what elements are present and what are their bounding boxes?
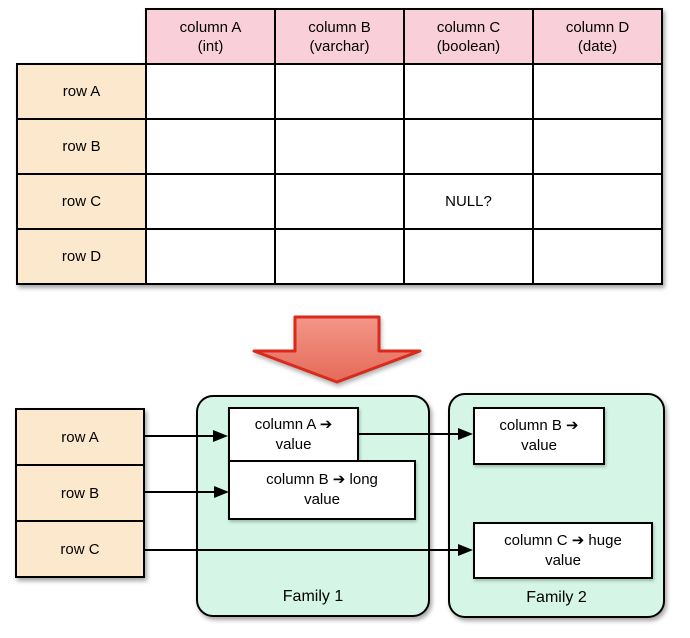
column-header-b: column B (varchar) bbox=[274, 8, 405, 65]
table-cell bbox=[403, 63, 534, 120]
table-cell bbox=[532, 228, 663, 285]
column-type: (int) bbox=[197, 37, 224, 55]
table-cell bbox=[274, 118, 405, 175]
column-name: column D bbox=[565, 18, 630, 36]
column-type: (varchar) bbox=[309, 37, 370, 55]
kv-line: value bbox=[545, 551, 581, 569]
kv-cell-column-c-huge-value: column C ➔ huge value bbox=[473, 522, 653, 579]
table-cell bbox=[274, 173, 405, 230]
table-corner-spacer bbox=[17, 9, 146, 64]
kv-cell-column-a-value: column A ➔ value bbox=[228, 407, 359, 462]
row-header-d: row D bbox=[16, 228, 147, 285]
family-2-label: Family 2 bbox=[526, 589, 587, 606]
table-cell bbox=[274, 63, 405, 120]
kv-cell-column-b-long-value: column B ➔ long value bbox=[228, 460, 416, 520]
table-cell bbox=[532, 118, 663, 175]
column-header-a: column A (int) bbox=[145, 8, 276, 65]
table-cell bbox=[274, 228, 405, 285]
row-key-b: row B bbox=[15, 464, 145, 522]
row-key-a: row A bbox=[15, 408, 145, 466]
table-row: row D bbox=[16, 228, 663, 285]
row-header-a: row A bbox=[16, 63, 147, 120]
table-cell bbox=[403, 118, 534, 175]
table-row: row C NULL? bbox=[16, 173, 663, 230]
row-key-c: row C bbox=[15, 520, 145, 578]
table-cell bbox=[145, 118, 276, 175]
down-arrow-shape bbox=[252, 315, 422, 384]
table-cell bbox=[532, 173, 663, 230]
kv-line: value bbox=[275, 435, 312, 453]
table-row: row A bbox=[16, 63, 663, 120]
column-header-d: column D (date) bbox=[532, 8, 663, 65]
kv-line: value bbox=[304, 491, 340, 508]
row-key-stack: row A row B row C bbox=[15, 408, 145, 578]
column-type: (date) bbox=[577, 37, 618, 55]
transform-down-arrow-icon bbox=[252, 315, 422, 384]
table-row: row B bbox=[16, 118, 663, 175]
kv-line: value bbox=[521, 437, 557, 454]
column-name: column A bbox=[179, 18, 242, 36]
column-header-c: column C (boolean) bbox=[403, 8, 534, 65]
kv-line: column C ➔ huge bbox=[504, 531, 622, 549]
row-header-b: row B bbox=[16, 118, 147, 175]
kv-line: column B ➔ long bbox=[266, 471, 378, 488]
kv-line: column B ➔ bbox=[499, 417, 579, 434]
relational-table: column A (int) column B (varchar) column… bbox=[16, 8, 663, 285]
column-name: column B bbox=[308, 18, 371, 36]
kv-line: column A ➔ bbox=[254, 415, 333, 433]
null-cell: NULL? bbox=[403, 173, 534, 230]
kv-cell-column-b-value: column B ➔ value bbox=[473, 407, 605, 465]
table-cell bbox=[532, 63, 663, 120]
table-cell bbox=[145, 228, 276, 285]
row-header-c: row C bbox=[16, 173, 147, 230]
family-1-label: Family 1 bbox=[282, 588, 344, 605]
table-cell bbox=[145, 173, 276, 230]
column-name: column C bbox=[436, 18, 501, 36]
table-cell bbox=[145, 63, 276, 120]
table-cell bbox=[403, 228, 534, 285]
column-type: (boolean) bbox=[436, 37, 501, 55]
table-header-row: column A (int) column B (varchar) column… bbox=[17, 8, 663, 65]
